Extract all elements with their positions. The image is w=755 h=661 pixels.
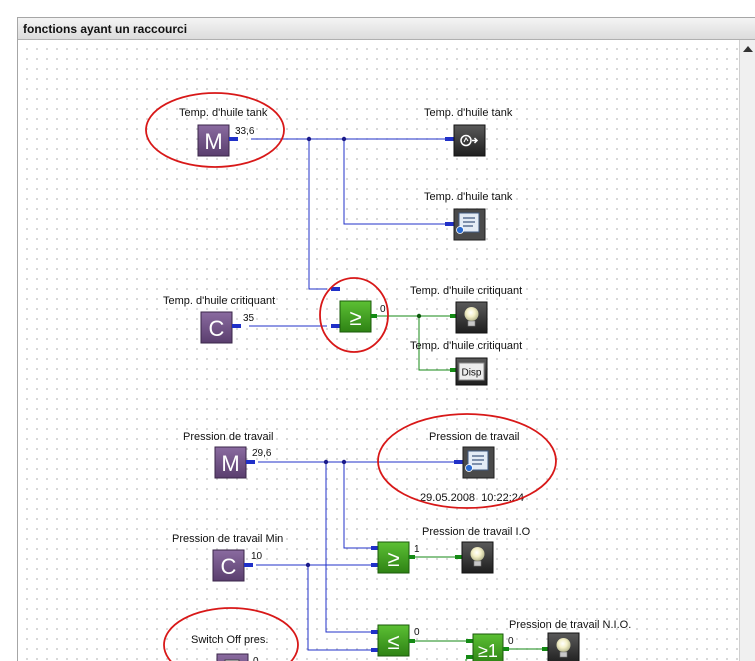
pressure-min-const-type: C xyxy=(221,554,237,579)
oil-critical-const-block[interactable]: Temp. d'huile critiquant C 35 xyxy=(163,295,275,344)
diagram-canvas[interactable]: Temp. d'huile tank M 33,6 Temp. d'huile … xyxy=(18,40,740,661)
pressure-nio-lamp-block[interactable]: Pression de travail N.I.O. xyxy=(509,619,631,661)
scroll-up-arrow-icon[interactable] xyxy=(743,46,753,52)
oil-tank-input-type: M xyxy=(204,129,222,154)
pressure-le-block[interactable]: ≤ 0 xyxy=(371,624,420,657)
window-title-bar: fonctions ayant un raccourci xyxy=(18,18,755,40)
oil-compare-value: 0 xyxy=(380,304,386,315)
junction-dot xyxy=(416,313,422,319)
wire-oil-compare xyxy=(308,139,327,290)
oil-tank-input-label: Temp. d'huile tank xyxy=(179,107,268,119)
lamp-icon xyxy=(464,307,479,327)
wire-oil-display xyxy=(343,139,451,225)
pressure-input-label: Pression de travail xyxy=(183,431,274,443)
or-gate-block[interactable]: ≥1 0 xyxy=(466,633,514,661)
oil-tank-display-label: Temp. d'huile tank xyxy=(424,191,513,203)
oil-tank-display-block[interactable]: Temp. d'huile tank xyxy=(424,191,513,241)
oil-tank-output-block[interactable]: Temp. d'huile tank xyxy=(424,107,513,157)
analog-output-icon xyxy=(460,134,479,147)
highlight-ellipse xyxy=(377,413,557,509)
lamp-icon xyxy=(556,638,571,658)
pressure-min-const-label: Pression de travail Min xyxy=(172,533,283,545)
oil-compare-block[interactable]: ≥ 0 xyxy=(331,287,386,333)
wires-group xyxy=(249,138,544,661)
display-panel-icon xyxy=(465,450,489,472)
display-panel-icon xyxy=(456,212,480,234)
pressure-display-label: Pression de travail xyxy=(429,431,520,443)
pressure-le-symbol: ≤ xyxy=(387,629,399,654)
oil-critical-disp-text: Disp xyxy=(461,368,481,379)
pressure-input-value: 29,6 xyxy=(252,448,272,459)
junction-dot xyxy=(341,136,347,142)
lamp-icon xyxy=(470,547,485,567)
or-gate-symbol: ≥1 xyxy=(478,641,498,661)
oil-critical-const-type: C xyxy=(209,316,225,341)
switch-off-value: 0 xyxy=(253,656,259,661)
pressure-ge-value: 1 xyxy=(414,544,420,555)
junction-dot xyxy=(323,459,329,465)
junction-dots xyxy=(305,136,422,568)
oil-critical-lamp-block[interactable]: Temp. d'huile critiquant xyxy=(410,285,522,334)
oil-critical-const-label: Temp. d'huile critiquant xyxy=(163,295,275,307)
wire-pressure-min-le xyxy=(307,565,371,651)
oil-compare-symbol: ≥ xyxy=(349,305,361,330)
switch-off-label: Switch Off pres. xyxy=(191,634,268,646)
pressure-ge-block[interactable]: ≥ 1 xyxy=(371,541,420,574)
highlight-ellipse xyxy=(145,92,285,168)
junction-dot xyxy=(305,562,311,568)
highlight-annotations xyxy=(145,92,557,661)
wire-pressure-le xyxy=(325,462,371,633)
window-title: fonctions ayant un raccourci xyxy=(23,22,188,36)
highlight-ellipse xyxy=(319,277,389,353)
oil-tank-output-label: Temp. d'huile tank xyxy=(424,107,513,119)
oil-critical-disp-block[interactable]: Temp. d'huile critiquant Disp xyxy=(410,340,522,386)
diagram-window: fonctions ayant un raccourci xyxy=(17,17,755,661)
oil-tank-input-block[interactable]: Temp. d'huile tank M 33,6 xyxy=(179,107,268,157)
oil-tank-input-value: 33,6 xyxy=(235,126,255,137)
junction-dot xyxy=(341,459,347,465)
oil-critical-const-value: 35 xyxy=(243,313,255,324)
highlight-ellipse xyxy=(163,607,299,661)
pressure-ge-symbol: ≥ xyxy=(387,546,399,571)
oil-critical-lamp-label: Temp. d'huile critiquant xyxy=(410,285,522,297)
or-gate-value: 0 xyxy=(508,636,514,647)
pressure-input-block[interactable]: Pression de travail M 29,6 xyxy=(183,431,274,479)
wire-oil-disp xyxy=(418,316,452,371)
pressure-display-timestamp: 29.05.2008 10:22:24 xyxy=(420,492,524,504)
vertical-scrollbar[interactable] xyxy=(739,40,755,661)
junction-dot xyxy=(306,136,312,142)
oil-critical-disp-label: Temp. d'huile critiquant xyxy=(410,340,522,352)
pressure-nio-lamp-label: Pression de travail N.I.O. xyxy=(509,619,631,631)
function-diagram: Temp. d'huile tank M 33,6 Temp. d'huile … xyxy=(145,92,631,661)
pressure-display-block[interactable]: Pression de travail 29.05.2008 10:22:24 xyxy=(420,431,524,504)
pressure-le-value: 0 xyxy=(414,627,420,638)
pressure-min-const-block[interactable]: Pression de travail Min C 10 xyxy=(172,533,283,582)
pressure-input-type: M xyxy=(221,451,239,476)
pressure-io-lamp-label: Pression de travail I.O xyxy=(422,526,531,538)
wire-pressure-ge xyxy=(343,462,371,549)
switch-off-block[interactable]: Switch Off pres. 0 xyxy=(191,634,268,661)
pressure-io-lamp-block[interactable]: Pression de travail I.O xyxy=(422,526,531,574)
pressure-min-const-value: 10 xyxy=(251,551,263,562)
